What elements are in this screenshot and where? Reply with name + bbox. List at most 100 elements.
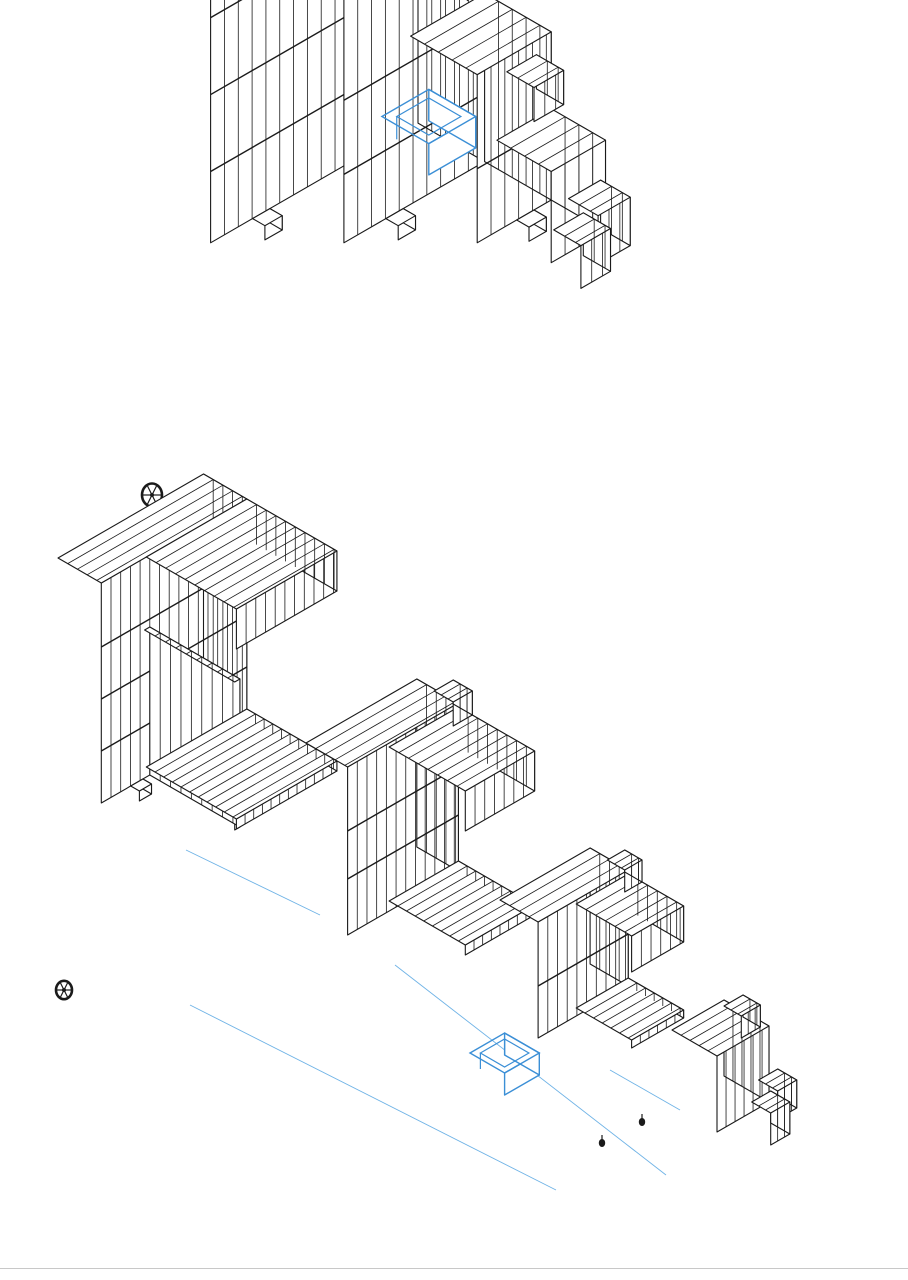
slat-line <box>172 723 273 783</box>
slat-line <box>180 728 282 788</box>
exploded-modules-view <box>54 473 798 1191</box>
crate-top-face <box>496 108 607 173</box>
slat-line <box>437 734 508 776</box>
slat-line <box>772 1076 792 1089</box>
slat-line <box>509 853 600 906</box>
slat-line <box>737 1002 758 1015</box>
module-2-top-box <box>388 706 536 832</box>
slat-line <box>758 1094 778 1107</box>
plinth-foot <box>385 208 417 241</box>
slat-line <box>232 758 334 818</box>
slat-line <box>680 1004 734 1036</box>
slat-line <box>184 521 286 580</box>
slat-line <box>447 740 517 781</box>
crate-top-face <box>252 208 283 227</box>
slat-line <box>217 668 223 673</box>
plinth-foot <box>252 208 283 241</box>
plinth-foot <box>516 209 547 242</box>
slat-line <box>564 218 595 237</box>
crate-top-face <box>516 209 547 228</box>
caster-wheel-icon <box>598 1135 606 1147</box>
slat-line <box>67 479 214 564</box>
slat-line <box>227 674 234 679</box>
slat-line <box>96 496 243 581</box>
slat-line <box>689 1010 743 1041</box>
open-tray-icon <box>468 1032 541 1096</box>
slat-line <box>214 537 315 597</box>
slat-line <box>579 185 612 206</box>
slat-line <box>437 9 513 53</box>
crate-top-face <box>410 0 552 76</box>
crate-top-face <box>758 1068 798 1092</box>
crate-top-face <box>553 212 612 247</box>
slat-line <box>406 870 476 912</box>
plinth-foot <box>130 778 153 802</box>
slat-line <box>414 875 485 917</box>
slat-line <box>528 864 620 918</box>
slat-line <box>456 745 527 787</box>
crate-top-face <box>433 679 473 703</box>
small-cube-box <box>606 849 643 893</box>
slat-line <box>605 890 658 922</box>
slat-line <box>194 526 296 586</box>
slat-line <box>440 890 511 932</box>
slat-line <box>325 689 437 755</box>
slat-line <box>424 1 499 45</box>
slat-line <box>590 192 623 212</box>
page-bottom-rule <box>0 1268 908 1269</box>
slat-line <box>154 713 256 773</box>
slat-line <box>224 753 325 813</box>
crate-top-face <box>506 54 565 89</box>
crate-top-face <box>567 179 631 217</box>
slat-line <box>614 896 668 927</box>
slat-line <box>465 24 541 69</box>
crate-top-face <box>606 849 643 871</box>
slat-line <box>163 718 265 778</box>
slat-line <box>206 662 213 667</box>
slat-line <box>524 124 580 157</box>
crate-top-face <box>575 977 685 1041</box>
slat-line <box>519 858 610 912</box>
module-3-base-shelf <box>575 977 685 1049</box>
slat-line <box>233 549 335 608</box>
slat-line <box>624 901 677 933</box>
small-cube-box <box>751 1090 791 1146</box>
slat-line <box>593 987 646 1019</box>
crate-left-face <box>466 0 470 2</box>
slat-line <box>627 1007 681 1039</box>
slat-line <box>334 695 447 761</box>
alignment-guide-line <box>189 1004 557 1191</box>
slat-line <box>155 504 257 563</box>
crate-top-face <box>144 626 241 683</box>
slat-line <box>584 982 638 1014</box>
slat-line <box>418 723 488 765</box>
slat-line <box>510 116 566 149</box>
slat-line <box>730 998 751 1011</box>
slat-line <box>528 66 559 85</box>
rail-line <box>347 766 459 832</box>
slat-line <box>423 880 494 922</box>
slat-line <box>86 490 233 576</box>
slat-line <box>601 992 655 1024</box>
slat-line <box>765 1098 785 1111</box>
alignment-guide-line <box>185 849 321 916</box>
slat-line <box>206 743 308 803</box>
slat-line <box>614 853 632 865</box>
slat-line <box>175 644 182 649</box>
slat-line <box>175 515 277 575</box>
slat-line <box>517 60 548 79</box>
slat-line <box>610 997 664 1029</box>
small-cube-box <box>433 679 473 727</box>
crate-top-face <box>385 208 417 227</box>
module-1-top-box <box>145 498 338 650</box>
slat-line <box>619 1002 672 1034</box>
slat-line <box>344 701 456 766</box>
slat-line <box>621 857 639 869</box>
crate-top-face <box>723 994 761 1017</box>
open-tray-icon <box>380 88 478 176</box>
slat-line <box>223 543 325 603</box>
slat-line <box>538 132 593 165</box>
slat-line <box>408 717 479 759</box>
slat-line <box>440 683 461 696</box>
